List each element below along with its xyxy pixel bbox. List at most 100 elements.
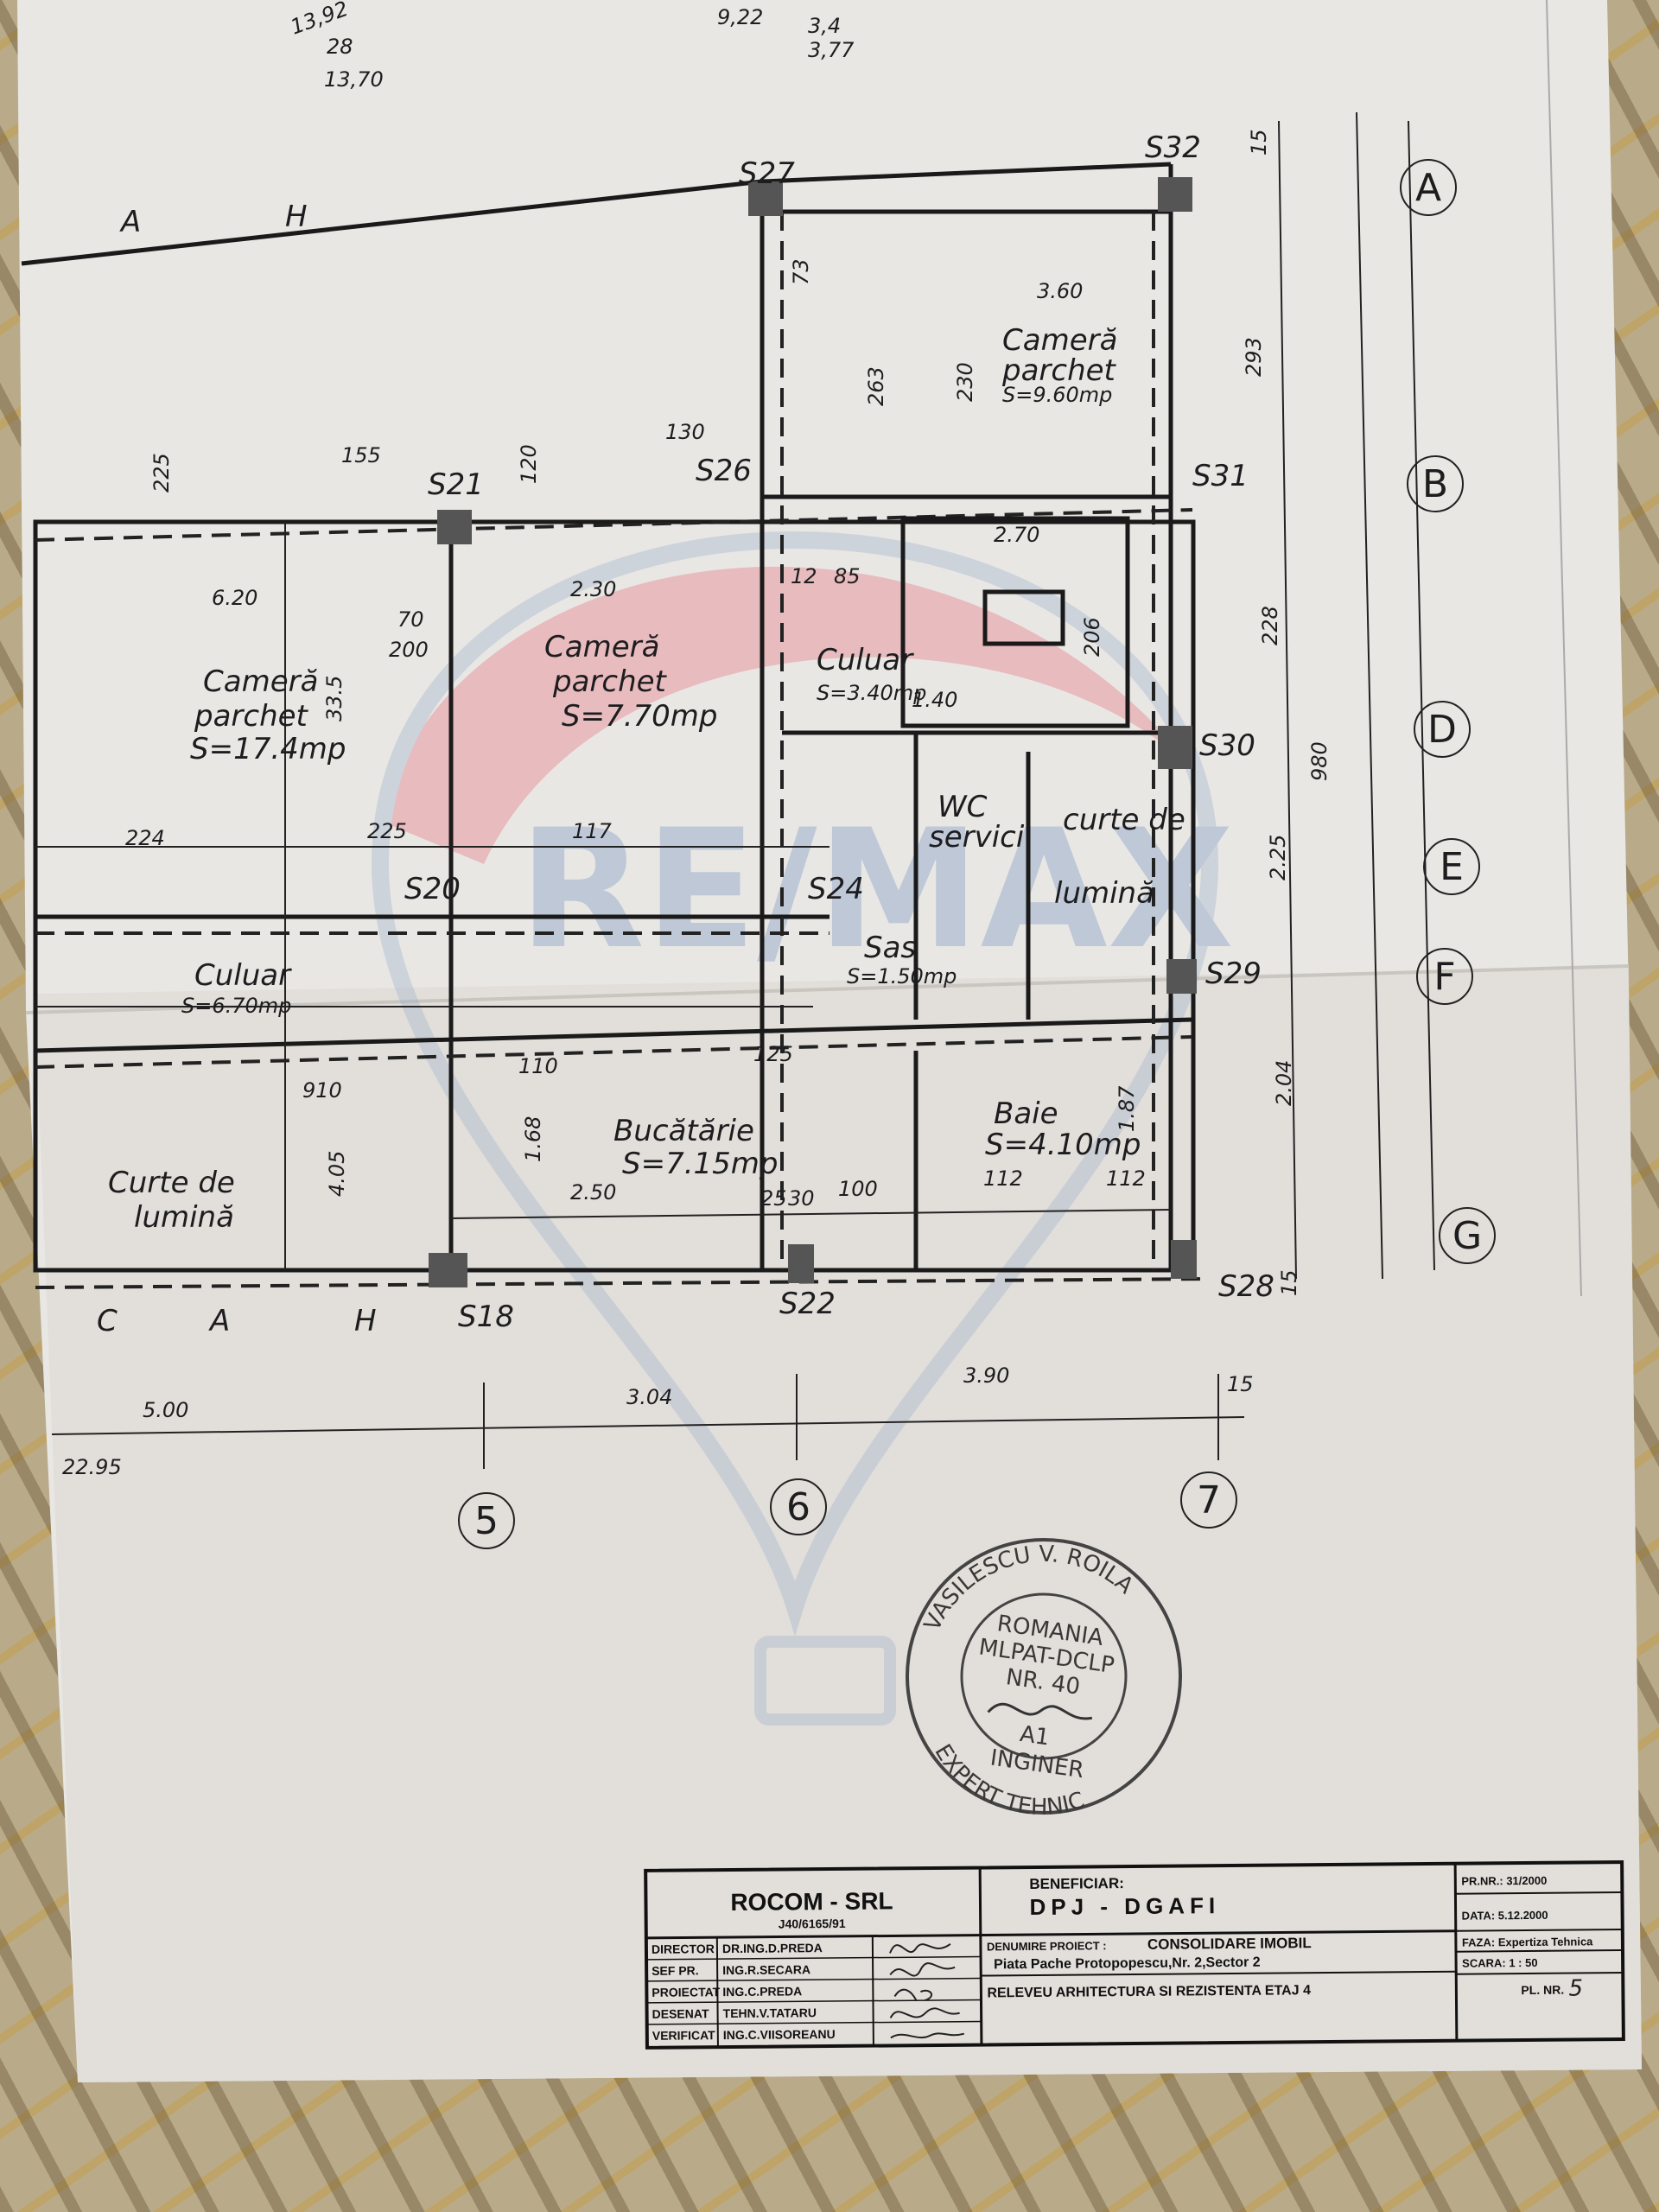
staff-role: VERIFICAT xyxy=(652,2028,715,2043)
wall-dashed xyxy=(35,508,1193,542)
room-area: S=3.40mp xyxy=(817,681,926,705)
dimension: 2.25 xyxy=(1266,835,1290,880)
room-kitchen: Bucătărie S=7.15mp xyxy=(613,1114,778,1181)
dimension: 3.90 xyxy=(963,1363,1009,1388)
dimension: 225 xyxy=(149,453,174,493)
axis-circle xyxy=(458,1492,515,1549)
note: 3,4 xyxy=(808,14,841,38)
dimension: 110 xyxy=(518,1054,558,1078)
room-name: Curte de xyxy=(108,1166,235,1200)
signature xyxy=(893,1988,933,2002)
room-area: S=7.15mp xyxy=(622,1147,778,1181)
room-name: Cameră xyxy=(1002,323,1117,358)
balloon-basket xyxy=(754,1636,896,1726)
room-name: servici xyxy=(929,820,1025,855)
paper-right-edge xyxy=(1546,0,1582,1297)
dimension: 910 xyxy=(302,1078,342,1103)
street-label: H xyxy=(285,200,308,234)
room-area: S=7.70mp xyxy=(562,699,717,734)
handwritten-notes: 13,92 28 13,70 9,22 3,4 3,77 xyxy=(287,0,855,92)
column-label: S26 xyxy=(696,454,752,488)
project-address: Piata Pache Protopopescu,Nr. 2,Sector 2 xyxy=(994,1955,1261,1973)
note: 28 xyxy=(327,35,353,59)
dimension: 2.04 xyxy=(1272,1060,1296,1106)
dimension: 3.04 xyxy=(626,1385,672,1409)
dimension: 22.95 xyxy=(62,1455,122,1479)
signatures xyxy=(889,1943,965,2039)
dimension: 117 xyxy=(572,819,613,843)
dimension: 225 xyxy=(367,819,407,843)
staff-name: DR.ING.D.PREDA xyxy=(722,1941,823,1955)
column-label: S27 xyxy=(739,156,795,191)
note: 9,22 xyxy=(717,5,763,29)
right-dimensions: 15 293 228 980 2.25 2.04 15 xyxy=(1242,129,1332,1296)
column-labels: S27 S32 S21 S26 S31 S30 S20 S24 S29 S18 … xyxy=(404,130,1274,1334)
project-label: DENUMIRE PROIECT : xyxy=(987,1939,1107,1953)
street-label: A xyxy=(119,205,141,239)
street-label: A xyxy=(208,1304,230,1338)
staff-name: ING.R.SECARA xyxy=(722,1962,810,1977)
dim-line xyxy=(1408,120,1435,1271)
dimension: 130 xyxy=(665,420,705,444)
staff-name: ING.C.VIISOREANU xyxy=(723,2027,836,2042)
dimension: 12 xyxy=(791,564,817,588)
column-label: S32 xyxy=(1145,130,1201,165)
pillar xyxy=(1158,177,1192,212)
note: 3,77 xyxy=(808,38,855,62)
room-area: S=6.70mp xyxy=(181,994,291,1018)
title-block: ROCOM - SRL J40/6165/91 BENEFICIAR: DPJ … xyxy=(644,1860,1625,2050)
axis-label: B xyxy=(1422,462,1448,506)
interior-dimensions: 6.20 2.30 155 130 3.60 2.50 224 225 117 … xyxy=(125,258,1146,1211)
dimension: 228 xyxy=(1258,606,1282,645)
dimension: 30 xyxy=(788,1186,815,1211)
pillar xyxy=(437,510,472,544)
walls xyxy=(33,164,1211,1289)
room-name: Baie xyxy=(994,1096,1058,1131)
axis-circle xyxy=(1400,159,1457,216)
axis-label: F xyxy=(1433,955,1455,999)
staff-name: ING.C.PREDA xyxy=(722,1984,802,1999)
fold-crease xyxy=(25,964,1630,1014)
staff-role: DESENAT xyxy=(652,2006,709,2021)
dimension: 6.20 xyxy=(212,586,257,610)
dimension: 33.5 xyxy=(322,676,346,721)
dimension: 155 xyxy=(341,443,381,467)
axis-label: 7 xyxy=(1197,1478,1221,1522)
grid-axes-bottom: 5 6 7 5.00 3.04 3.90 15 22.95 xyxy=(51,1363,1254,1549)
dimension: 112 xyxy=(1106,1166,1146,1191)
dimension: 15 xyxy=(1227,1372,1254,1396)
room-light-court-left: Curte de lumină xyxy=(108,1166,235,1235)
dimension: 200 xyxy=(389,638,429,662)
dimension: 1.40 xyxy=(912,688,957,712)
stamp-inner-ring xyxy=(960,1592,1128,1760)
stamp-text: A1 xyxy=(1018,1721,1051,1751)
dimension: 70 xyxy=(397,607,424,632)
dimension: 85 xyxy=(834,564,861,588)
beneficiar-label: BENEFICIAR: xyxy=(1029,1875,1124,1892)
stamp-outer-ring xyxy=(906,1538,1182,1815)
column-label: S18 xyxy=(458,1300,514,1334)
dimension: 25 xyxy=(760,1186,787,1211)
dimension: 293 xyxy=(1242,337,1266,377)
paper-lower-shadow xyxy=(35,968,1642,2082)
dimension: 206 xyxy=(1080,617,1104,657)
watermark-text: RE/MAX xyxy=(518,794,1234,985)
column-label: S29 xyxy=(1205,957,1262,991)
column-label: S21 xyxy=(428,467,484,502)
signature xyxy=(889,1943,951,1954)
wall-dashed xyxy=(35,1035,1193,1069)
dimension: 15 xyxy=(1277,1269,1301,1296)
axis-label: D xyxy=(1427,708,1457,752)
room-area: S=9.60mp xyxy=(1002,383,1112,407)
dimension: 2.70 xyxy=(994,523,1039,547)
pillar xyxy=(788,1244,814,1283)
dim-line xyxy=(450,1209,1172,1219)
room-area: S=1.50mp xyxy=(847,964,957,988)
room-wc: WC servici xyxy=(929,790,1025,855)
plan-number: 5 xyxy=(1568,1975,1583,2001)
room-name: lumină xyxy=(134,1200,234,1235)
room-7-70: Cameră parchet S=7.70mp xyxy=(544,630,717,734)
signature xyxy=(889,2007,960,2018)
note: 13,70 xyxy=(324,67,384,92)
room-9-60: Cameră parchet S=9.60mp xyxy=(1001,323,1117,407)
